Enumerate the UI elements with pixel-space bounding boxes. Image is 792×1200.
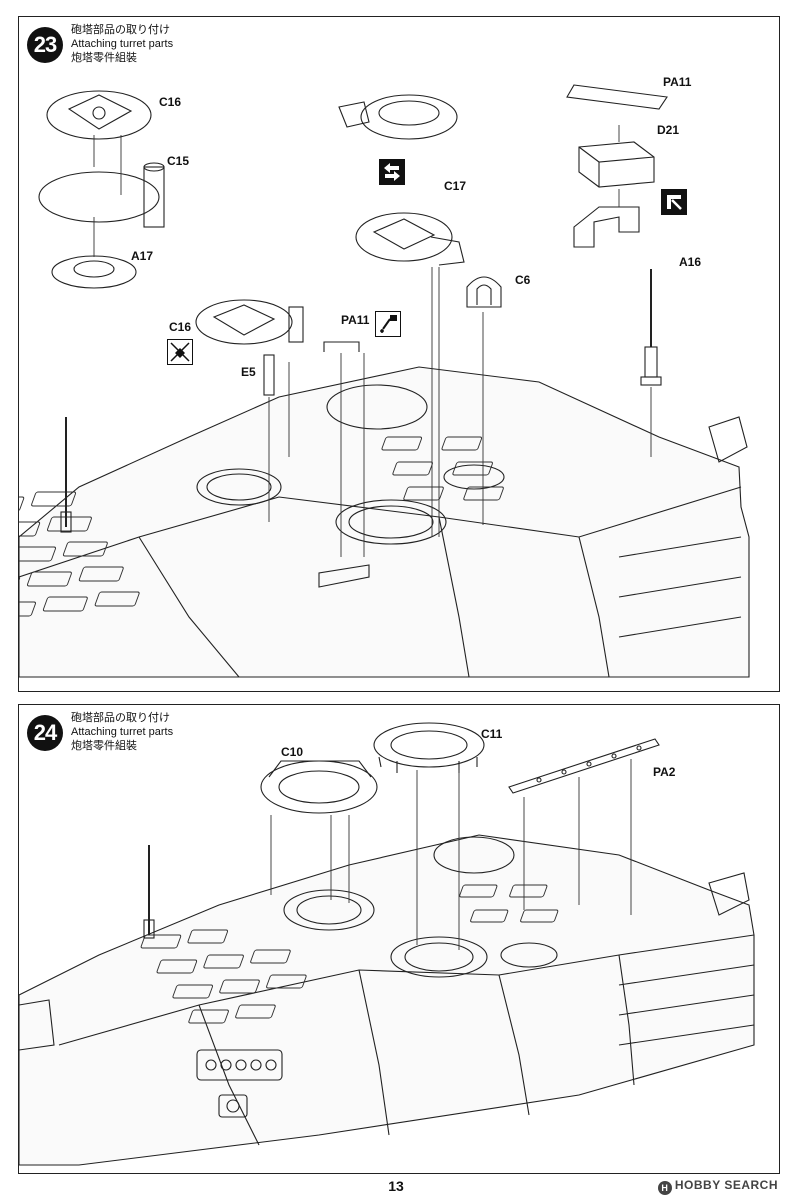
step-24-panel: 24 砲塔部品の取り付け Attaching turret parts 炮塔零件… [18, 704, 780, 1174]
part-label-pa2: PA2 [653, 765, 676, 779]
turret-assembly-drawing-24 [19, 722, 755, 1166]
glue-icon [375, 311, 401, 337]
part-label-d21: D21 [657, 123, 680, 137]
step-title-japanese: 砲塔部品の取り付け [71, 712, 170, 724]
part-label-a16: A16 [679, 255, 702, 269]
step-title-english: Attaching turret parts [71, 726, 174, 738]
step-title-japanese: 砲塔部品の取り付け [71, 24, 170, 36]
part-label-c17: C17 [444, 179, 467, 193]
step-23-panel: 23 砲塔部品の取り付け Attaching turret parts 炮塔零件… [18, 16, 780, 692]
part-label-c6: C6 [515, 273, 531, 287]
part-label-c16-upper: C16 [159, 95, 182, 109]
watermark-text: HOBBY SEARCH [674, 1178, 778, 1192]
part-label-c11: C11 [481, 727, 503, 741]
reverse-icon [379, 159, 405, 185]
step-number-badge: 23 [27, 27, 63, 63]
turret-assembly-drawing-23 [19, 84, 750, 678]
part-label-pa11-bracket: PA11 [341, 313, 370, 327]
step-title: 砲塔部品の取り付け Attaching turret parts 炮塔零件組裝 [71, 23, 173, 65]
step-title: 砲塔部品の取り付け Attaching turret parts 炮塔零件組裝 [71, 711, 173, 753]
part-label-c10: C10 [281, 745, 304, 759]
step-number-badge: 24 [27, 715, 63, 751]
part-label-c16-lower: C16 [169, 320, 192, 334]
part-label-e5: E5 [241, 365, 256, 379]
part-label-pa11-strip: PA11 [663, 75, 692, 89]
part-label-c15: C15 [167, 154, 190, 168]
step-title-english: Attaching turret parts [71, 38, 174, 50]
optional-part-icon [661, 189, 687, 215]
step-title-chinese: 炮塔零件組裝 [71, 740, 137, 752]
page-number: 13 [388, 1178, 404, 1194]
do-not-glue-icon [167, 339, 193, 365]
step-title-chinese: 炮塔零件組裝 [71, 52, 137, 64]
watermark-logo-icon: H [657, 1181, 672, 1195]
part-label-a17: A17 [131, 249, 154, 263]
